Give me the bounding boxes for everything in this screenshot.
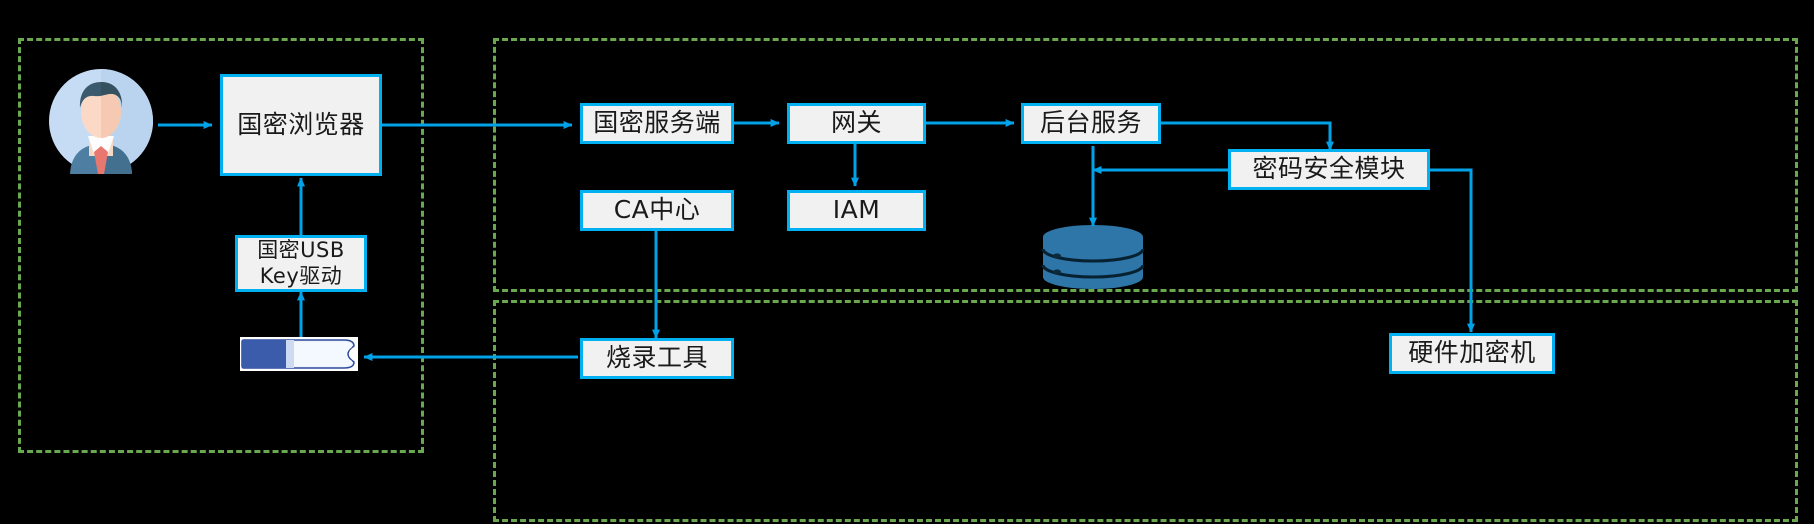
database-cylinder-icon — [1041, 225, 1145, 289]
server-zone — [493, 38, 1798, 292]
node-hsm[interactable]: 硬件加密机 — [1389, 333, 1555, 374]
user-avatar-icon — [48, 68, 154, 174]
client-zone — [18, 38, 424, 453]
node-burn-tool[interactable]: 烧录工具 — [580, 338, 734, 379]
node-server[interactable]: 国密服务端 — [580, 103, 734, 144]
node-iam[interactable]: IAM — [787, 190, 926, 231]
node-gateway[interactable]: 网关 — [787, 103, 926, 144]
node-ca-center[interactable]: CA中心 — [580, 190, 734, 231]
node-crypto-module[interactable]: 密码安全模块 — [1228, 149, 1430, 190]
node-backend[interactable]: 后台服务 — [1021, 103, 1161, 144]
node-usb-driver[interactable]: 国密USB Key驱动 — [235, 235, 367, 292]
usb-key-icon — [240, 337, 358, 371]
node-browser[interactable]: 国密浏览器 — [220, 74, 382, 176]
device-zone — [493, 300, 1798, 522]
